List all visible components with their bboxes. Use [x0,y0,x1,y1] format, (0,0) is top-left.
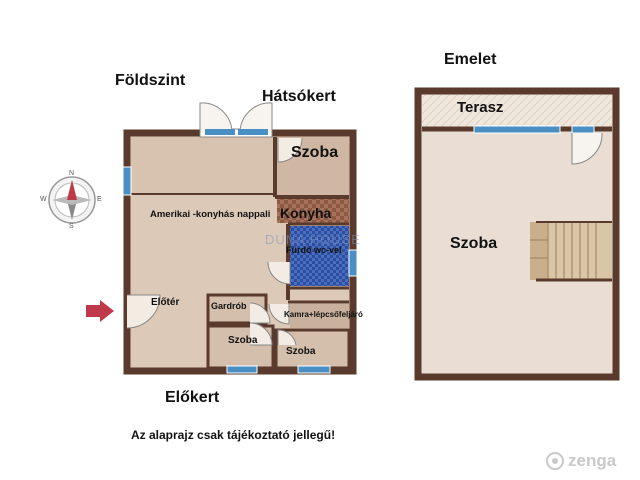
disclaimer-text: Az alaprajz csak tájékoztató jellegű! [131,428,336,442]
bath-tile [290,226,349,286]
room-label-upper-room: Szoba [450,235,498,252]
room-label-szoba-br: Szoba [286,346,316,357]
pantry-door [268,303,290,325]
stairs [530,221,612,282]
wardrobe-door [249,302,271,324]
window-bottom-2 [297,365,331,374]
terrace-area [422,95,612,127]
ground-floor-title: Földszint [115,72,186,89]
upper-floor-plan [414,87,620,381]
terrace-door [571,132,603,165]
upper-floor-title: Emelet [444,51,497,68]
back-garden-label: Hátsókert [262,88,336,105]
terrace-window-2 [571,125,595,134]
top-room-door [277,137,303,163]
garden-door [199,102,273,138]
window-bottom-1 [226,365,258,374]
room-door-br [277,329,297,346]
room-label-pantry: Kamra+lépcsőfeljáró [284,310,363,319]
watermark-text: DUNA HOUSE [265,232,361,247]
compass-w: W [40,196,47,203]
bottom-right-room-area [274,328,351,370]
room-label-entry: Előtér [151,297,180,308]
compass-n: N [69,170,75,177]
front-garden-label: Előkert [165,389,220,406]
room-label-bath: Fürdő wc-vel [286,245,342,255]
pantry-area [290,304,349,328]
bath-door [267,261,291,285]
terrace-window-1 [473,125,561,134]
room-label-terrace: Terasz [457,99,504,116]
upper-left-area [131,137,275,195]
ground-floor-plan [122,102,358,375]
compass-icon [48,176,96,224]
kitchen-tile [277,199,349,223]
compass-e: E [97,196,102,203]
room-label-living: Amerikai -konyhás nappali [150,209,271,220]
zenga-logo-icon [546,452,564,470]
room-label-szoba-top: Szoba [291,144,339,161]
room-label-kitchen: Konyha [280,205,332,221]
window-right [348,249,358,277]
window-left [122,166,132,196]
entry-door-arc [126,294,161,329]
compass-s: S [69,223,74,230]
entry-arrow-icon [86,300,114,322]
room-label-wardrobe: Gardrób [211,301,247,311]
room-door-bl [249,322,273,346]
zenga-logo-text: zenga [568,451,617,470]
room-label-szoba-bl: Szoba [228,335,258,346]
